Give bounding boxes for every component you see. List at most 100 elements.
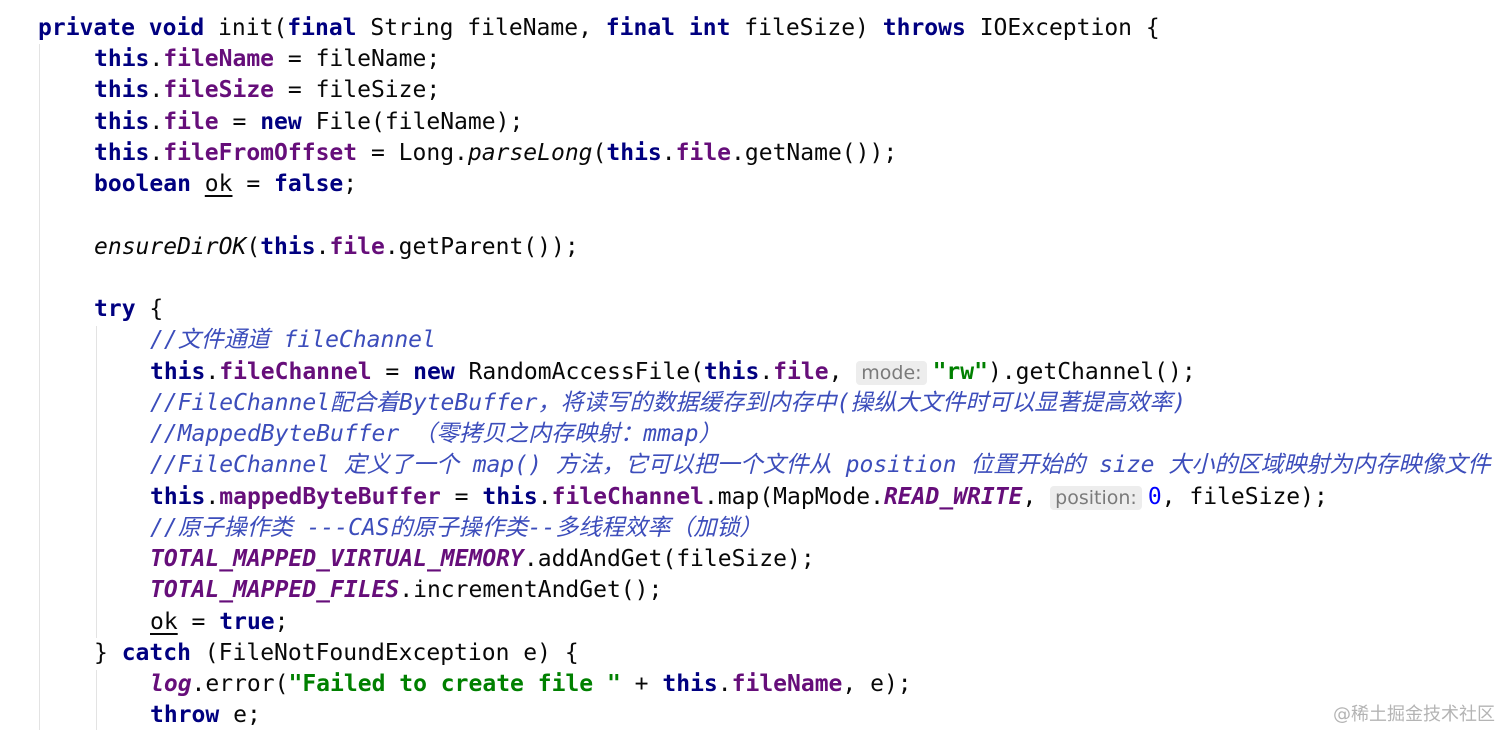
keyword: this	[94, 109, 150, 135]
code-text: , e);	[842, 671, 912, 697]
code-text: }	[94, 640, 122, 666]
code-line-comment[interactable]: //MappedByteBuffer （零拷贝之内存映射：mmap）	[150, 419, 722, 450]
keyword: throw	[150, 702, 220, 728]
code-line-comment[interactable]: //文件通道 fileChannel	[150, 325, 436, 356]
code-text: .getName());	[731, 140, 898, 166]
keyword: this	[94, 140, 150, 166]
code-text: =	[232, 171, 275, 197]
code-line[interactable]: this.fileFromOffset = Long.parseLong(thi…	[94, 138, 897, 169]
static-constant: TOTAL_MAPPED_FILES	[150, 577, 400, 603]
indent-guide	[39, 44, 40, 730]
reassigned-variable: ok	[204, 171, 233, 197]
field-name: fileFromOffset	[163, 140, 358, 166]
code-text: ,	[828, 359, 857, 385]
code-text: .	[149, 46, 164, 72]
static-constant: READ_WRITE	[883, 484, 1023, 510]
code-text: ,	[1022, 484, 1051, 510]
code-text: (FileNotFoundException e) {	[190, 640, 579, 666]
keyword: false	[274, 171, 344, 197]
code-line[interactable]: TOTAL_MAPPED_FILES.incrementAndGet();	[150, 575, 662, 606]
field-name: fileSize	[163, 77, 275, 103]
field-name: fileChannel	[551, 484, 704, 510]
code-text: .	[315, 234, 330, 260]
code-line[interactable]: try {	[94, 294, 163, 325]
keyword: this	[150, 484, 206, 510]
keyword: this	[94, 46, 150, 72]
string-literal: "Failed to create file "	[288, 671, 621, 697]
keyword: this	[260, 234, 316, 260]
code-text: init(	[204, 15, 288, 41]
code-line-comment[interactable]: //原子操作类 ---CAS的原子操作类--多线程效率（加锁）	[150, 513, 762, 544]
parameter-hint: position:	[1050, 486, 1142, 510]
static-method-name: ensureDirOK	[94, 234, 247, 260]
field-name: mappedByteBuffer	[219, 484, 441, 510]
code-line[interactable]: log.error("Failed to create file " + thi…	[150, 669, 912, 700]
code-line-method-signature[interactable]: private void init(final String fileName,…	[38, 13, 1160, 44]
code-text: = fileName;	[274, 46, 441, 72]
code-text: String fileName,	[356, 15, 606, 41]
code-line[interactable]: this.fileSize = fileSize;	[94, 75, 440, 106]
keyword: this	[606, 140, 662, 166]
code-text: fileSize)	[730, 15, 883, 41]
keyword: void	[148, 15, 205, 41]
code-text: .error(	[191, 671, 289, 697]
code-text: =	[440, 484, 483, 510]
code-text: ;	[274, 609, 289, 635]
code-line[interactable]: this.fileChannel = new RandomAccessFile(…	[150, 357, 1196, 388]
code-line[interactable]: this.file = new File(fileName);	[94, 107, 523, 138]
code-text: .	[149, 77, 164, 103]
keyword: boolean	[94, 171, 191, 197]
code-text: (	[592, 140, 607, 166]
code-text: File(fileName);	[301, 109, 524, 135]
keyword: new	[260, 109, 302, 135]
code-text: RandomAccessFile(	[454, 359, 704, 385]
indent-guide	[96, 326, 97, 638]
keyword: int	[688, 15, 731, 41]
code-text: IOException {	[965, 15, 1160, 41]
code-text: .	[717, 671, 732, 697]
code-text: .	[537, 484, 552, 510]
code-line[interactable]: ok = true;	[150, 607, 289, 638]
code-line[interactable]: ensureDirOK(this.file.getParent());	[94, 232, 579, 263]
keyword: this	[94, 77, 150, 103]
keyword: final	[287, 15, 357, 41]
keyword: this	[703, 359, 760, 385]
code-line[interactable]: } catch (FileNotFoundException e) {	[94, 638, 579, 669]
indent-guide	[96, 670, 97, 730]
code-line-comment[interactable]: //FileChannel配合着ByteBuffer，将读写的数据缓存到内存中(…	[150, 388, 1186, 419]
code-text: +	[620, 671, 663, 697]
comment: //文件通道 fileChannel	[150, 327, 436, 353]
static-constant: TOTAL_MAPPED_VIRTUAL_MEMORY	[150, 546, 524, 572]
code-text: = Long.	[357, 140, 468, 166]
static-method-name: parseLong	[467, 140, 593, 166]
code-line[interactable]: boolean ok = false;	[94, 169, 357, 200]
code-text: {	[135, 296, 164, 322]
keyword: private	[38, 15, 135, 41]
static-constant: log	[150, 671, 192, 697]
keyword: this	[662, 671, 718, 697]
comment: //FileChannel配合着ByteBuffer，将读写的数据缓存到内存中(…	[150, 390, 1187, 416]
code-line-comment[interactable]: //FileChannel 定义了一个 map() 方法，它可以把一个文件从 p…	[150, 450, 1490, 481]
comment: //MappedByteBuffer （零拷贝之内存映射：mmap）	[150, 421, 722, 447]
reassigned-variable: ok	[150, 609, 178, 635]
code-text: .	[149, 140, 164, 166]
code-text: =	[371, 359, 414, 385]
comment: //原子操作类 ---CAS的原子操作类--多线程效率（加锁）	[150, 515, 763, 541]
code-line[interactable]: TOTAL_MAPPED_VIRTUAL_MEMORY.addAndGet(fi…	[150, 544, 815, 575]
keyword: true	[219, 609, 275, 635]
code-text: .map(MapMode.	[703, 484, 884, 510]
code-line[interactable]: this.fileName = fileName;	[94, 44, 440, 75]
watermark: @稀土掘金技术社区	[1333, 704, 1495, 725]
code-text	[191, 171, 205, 197]
keyword: try	[94, 296, 136, 322]
code-text: .	[205, 484, 220, 510]
code-text: .incrementAndGet();	[399, 577, 663, 603]
code-text: =	[218, 109, 261, 135]
keyword: catch	[121, 640, 191, 666]
code-text: , fileSize);	[1161, 484, 1328, 510]
code-line[interactable]: this.mappedByteBuffer = this.fileChannel…	[150, 482, 1328, 513]
code-text: (	[246, 234, 261, 260]
code-line[interactable]: throw e;	[150, 700, 261, 730]
code-text: ).getChannel();	[987, 359, 1196, 385]
